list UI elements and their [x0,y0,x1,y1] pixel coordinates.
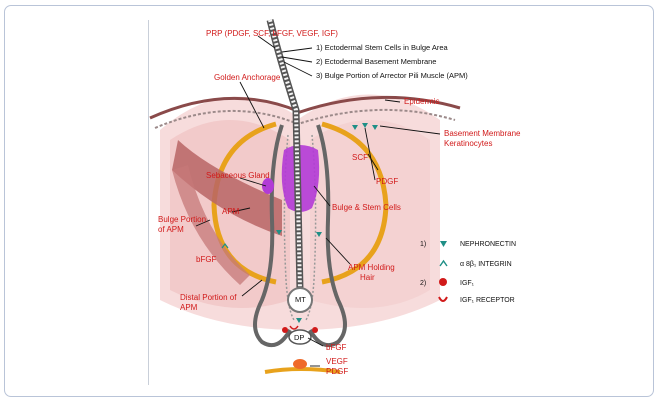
hair-follicle-diagram: MT DP PRP (PDGF, SCF, bFGF, VEGF, IGF) 1… [0,0,662,385]
numbered-item-2: 2) Ectodermal Basement Membrane [316,57,436,66]
basement-membrane-label: Basement Membrane [444,129,521,138]
bulge-portion-label-2: of APM [158,225,184,234]
igf-marker-1 [282,327,288,333]
igf-marker-2 [312,327,318,333]
keratinocytes-label: Keratinocytes [444,139,492,148]
legend-igf-icon [439,278,447,286]
legend-nephronectin: NEPHRONECTIN [460,241,516,248]
apm-label: APM [222,207,240,216]
legend-igf-receptor-icon [439,297,447,301]
numbered-item-1: 1) Ectodermal Stem Cells in Bulge Area [316,43,449,52]
epidermis-label: Epidermis [404,97,440,106]
pdgf-right-label: PDGF [376,177,398,186]
legend-nephronectin-icon [440,241,447,247]
distal-portion-label-2: APM [180,303,198,312]
vegf-label: VEGF [326,357,348,366]
bfgf-left-label: bFGF [196,255,217,264]
prp-label: PRP (PDGF, SCF, bFGF, VEGF, IGF) [206,29,338,38]
bulge-stem-label: Bulge & Stem Cells [332,203,401,212]
legend-num-1: 1) [420,241,426,248]
vessel-bud [293,359,307,369]
golden-anchorage-label: Golden Anchorage [214,73,281,82]
legend-integrin-icon [440,261,447,266]
sebaceous-gland-label: Sebaceous Gland [206,171,270,180]
legend-igf: IGF₁ [460,280,475,287]
legend-num-2: 2) [420,280,426,287]
apm-holding-label-2: Hair [360,273,375,282]
sebaceous-gland-left [262,178,274,194]
mt-label: MT [295,295,306,304]
apm-holding-label: APM Holding [348,263,395,272]
bfgf-bottom-label: bFGF [326,343,347,352]
legend-integrin: α 8β₁ INTEGRIN [460,261,512,268]
pdgf-bottom-label: PDGF [326,367,348,376]
distal-portion-label: Distal Portion of [180,293,237,302]
scf-label: SCF [352,153,368,162]
numbered-item-3: 3) Bulge Portion of Arrector Pili Muscle… [316,71,468,80]
bulge-portion-label: Bulge Portion [158,215,206,224]
dp-label: DP [294,333,304,342]
legend-igf-receptor: IGF₁ RECEPTOR [460,297,515,304]
